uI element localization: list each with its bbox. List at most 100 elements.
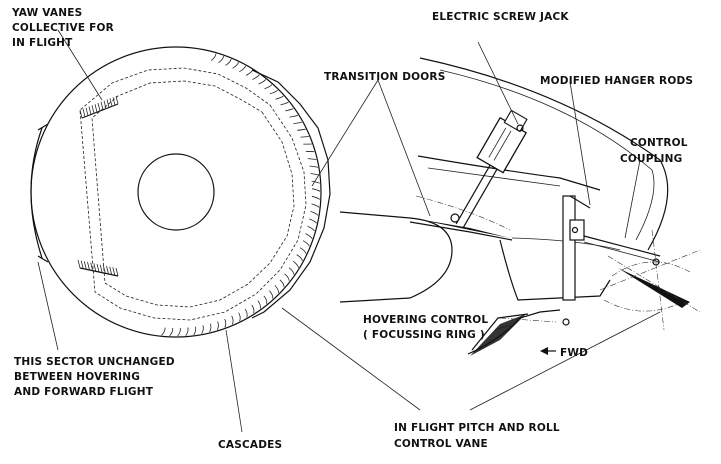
label-screw-jack: ELECTRIC SCREW JACK [432,11,569,23]
yaw-vane [88,106,92,115]
coupling-rod [583,235,661,257]
jack-rod [455,164,491,225]
cascade-vane [185,327,189,336]
yaw-vane [100,101,104,110]
leader-screw-jack [477,41,519,125]
label-sector-3: AND FORWARD FLIGHT [14,386,154,398]
cascade-vane [311,195,321,200]
yaw-vane [112,267,116,276]
label-sector-2: BETWEEN HOVERING [14,371,140,383]
label-yaw-vanes-3: IN FLIGHT [12,37,73,49]
cascade-vane [311,203,320,208]
duct-lower-wall [499,239,611,301]
cascade-vane [310,211,319,216]
cascade-vane [300,136,309,138]
leader-pitch-roll-vane [281,307,421,411]
electric-screw-jack [450,109,528,229]
yaw-vane [94,104,98,113]
yaw-vane [83,261,87,270]
cascade-vane [279,279,285,288]
cascade-vane [269,290,274,299]
transition-door-lower-line [409,221,513,241]
cascade-vane [252,74,260,80]
cascade-vane [210,53,217,61]
sector-bracket-arc [30,127,43,259]
cascade-vane [297,128,306,131]
door-swing-arc [415,195,511,231]
yaw-vane [115,267,119,277]
yaw-vanes-upper [79,95,119,119]
coupling-rod-2 [583,241,661,263]
cascade-vane [245,69,253,76]
cascade-vane [311,188,321,192]
cascade-vane [305,233,313,240]
hanger-bottom-pivot [562,318,570,326]
upper-shroud-outer [419,57,669,251]
jack-pivot [450,213,460,223]
bracket-tick-top [37,123,49,131]
label-fwd: FWD [560,347,588,359]
transition-door-upper-2 [427,167,561,187]
cascade-vane [201,325,204,334]
yaw-vane [79,109,83,119]
yaw-vane [102,265,106,274]
cascade-vane [285,108,294,112]
cascade-vane [296,254,303,261]
yaw-vane [109,98,113,107]
cascade-vanes [161,53,321,337]
ring-link [499,317,557,323]
cascade-vane [289,114,298,118]
vane-centerline-3 [651,229,665,331]
label-sector-1: THIS SECTOR UNCHANGED [14,356,175,368]
yaw-vane [103,100,107,109]
transition-door-blade [412,218,510,238]
hanger-rods [562,195,591,326]
cascade-vane [239,65,247,73]
hub-circle [137,153,215,231]
label-hanger-rods: MODIFIED HANGER RODS [540,75,693,87]
cascade-vane [224,318,227,328]
ring-outline-2 [471,313,529,351]
yaw-vane [85,107,89,116]
yaw-vane [115,95,119,105]
cascade-vane [263,295,268,304]
cascade-vane [258,79,267,85]
bracket-tick-bottom [37,255,49,263]
leader-sector [37,261,59,351]
cascade-vane [307,225,315,232]
label-yaw-vanes-1: YAW VANES [11,7,82,19]
cascade-vane [251,304,255,314]
cascade-vane [169,327,174,337]
cascade-vane [307,158,317,160]
jack-top-pivot [516,124,524,132]
cascade-vane [257,300,261,309]
cascade-vane [309,165,319,168]
leader-hovering-control [494,324,511,331]
label-transition-doors: TRANSITION DOORS [324,71,445,83]
cascade-vane [238,312,241,322]
leader-control-coupling [624,159,641,239]
label-hovering-1: HOVERING CONTROL [363,314,488,326]
fwd-arrow-head [540,347,548,355]
yaw-vane [77,259,81,269]
cascade-vane [269,89,278,95]
yaw-vane [93,263,97,272]
cascade-vane [216,321,219,331]
cascade-vane [310,173,320,176]
control-vane-segments [251,69,331,319]
yaw-vanes-lower [77,259,119,277]
leader-yaw-vanes [57,29,103,101]
control-coupling [583,229,701,331]
cascade-vane [311,180,320,184]
jack-motor [503,109,528,133]
yaw-vane [82,108,86,117]
hanger-link [569,195,591,209]
yaw-vane [99,264,103,273]
leader-cascades [225,329,243,433]
cascade-vane [302,240,310,247]
leader-transition-doors-left [311,79,379,187]
yaw-vane [91,105,95,114]
jack-shade-2 [493,130,512,161]
cascade-vane [288,267,295,275]
